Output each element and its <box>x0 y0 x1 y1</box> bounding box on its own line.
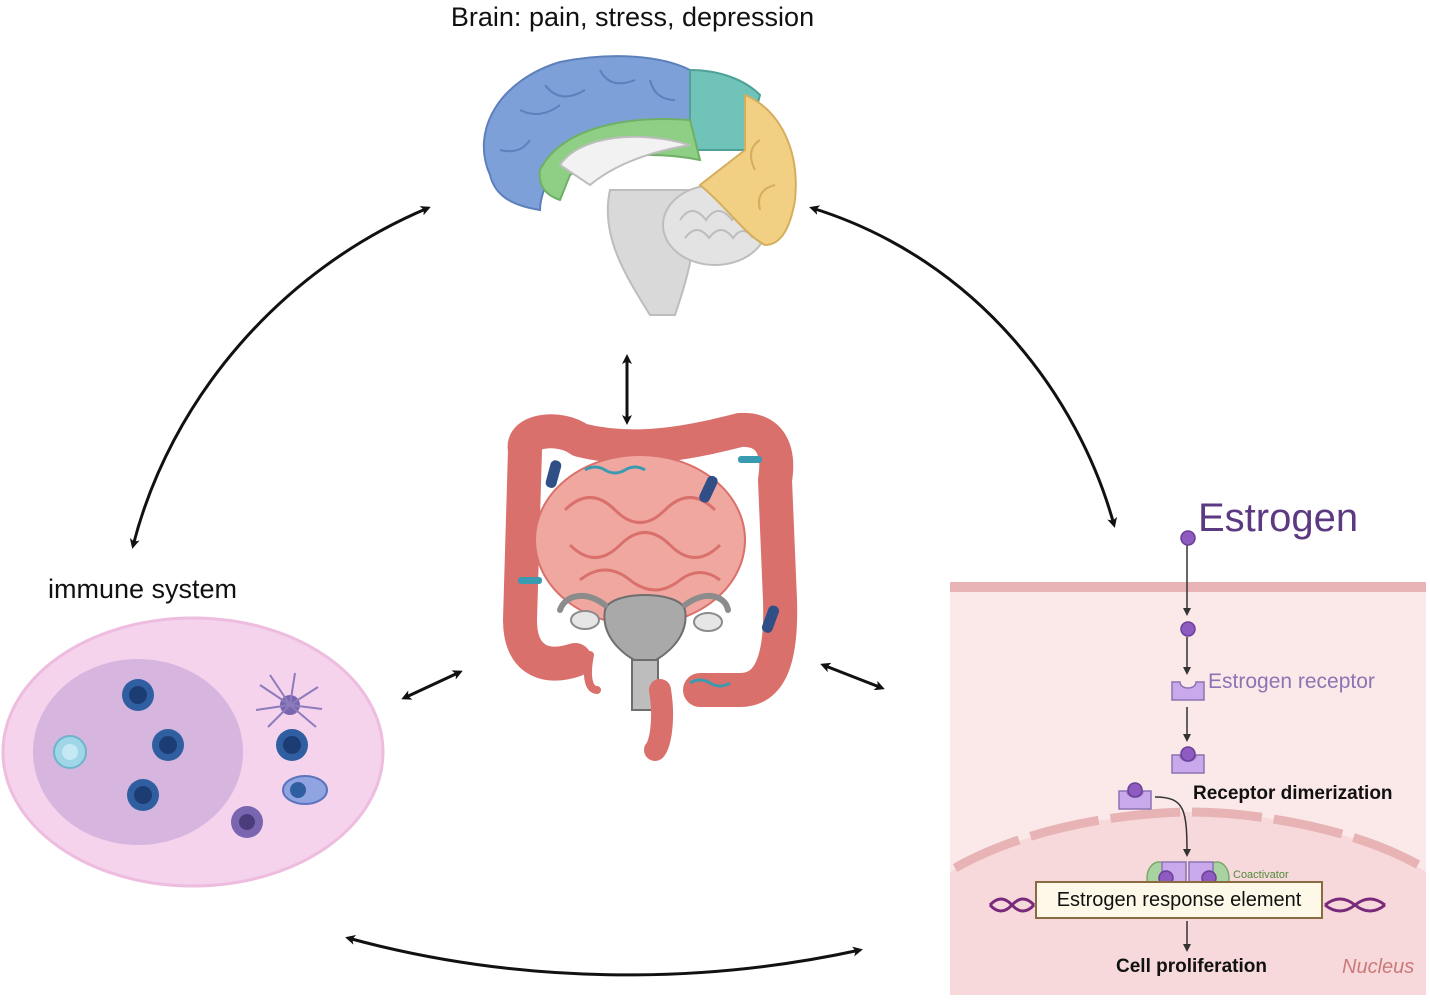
nucleus-label: Nucleus <box>1342 956 1415 978</box>
interaction-arrows <box>129 205 1117 977</box>
arrow-brain-estrogen <box>809 205 1117 528</box>
immune-system-illustration <box>1 616 385 888</box>
estrogen-response-element-box: Estrogen response element <box>1035 881 1323 919</box>
arrow-immune-estrogen <box>345 935 863 977</box>
estrogen-label: Estrogen <box>1198 496 1359 540</box>
arrow-gut-estrogen <box>820 662 885 691</box>
immune-system-label: immune system <box>48 574 238 604</box>
gut-illustration <box>503 412 798 761</box>
receptor-dimerization-label: Receptor dimerization <box>1193 783 1393 804</box>
arrow-gut-immune <box>401 670 463 700</box>
estrogen-cell-panel <box>950 530 1427 995</box>
arrow-brain-immune <box>129 206 431 549</box>
cell-proliferation-label: Cell proliferation <box>1116 956 1267 977</box>
coactivator-label: Coactivator <box>1233 869 1289 881</box>
brain-illustration <box>482 55 797 316</box>
immune-cells <box>53 672 328 838</box>
estrogen-receptor-label: Estrogen receptor <box>1208 670 1375 693</box>
brain-label: Brain: pain, stress, depression <box>450 2 815 32</box>
